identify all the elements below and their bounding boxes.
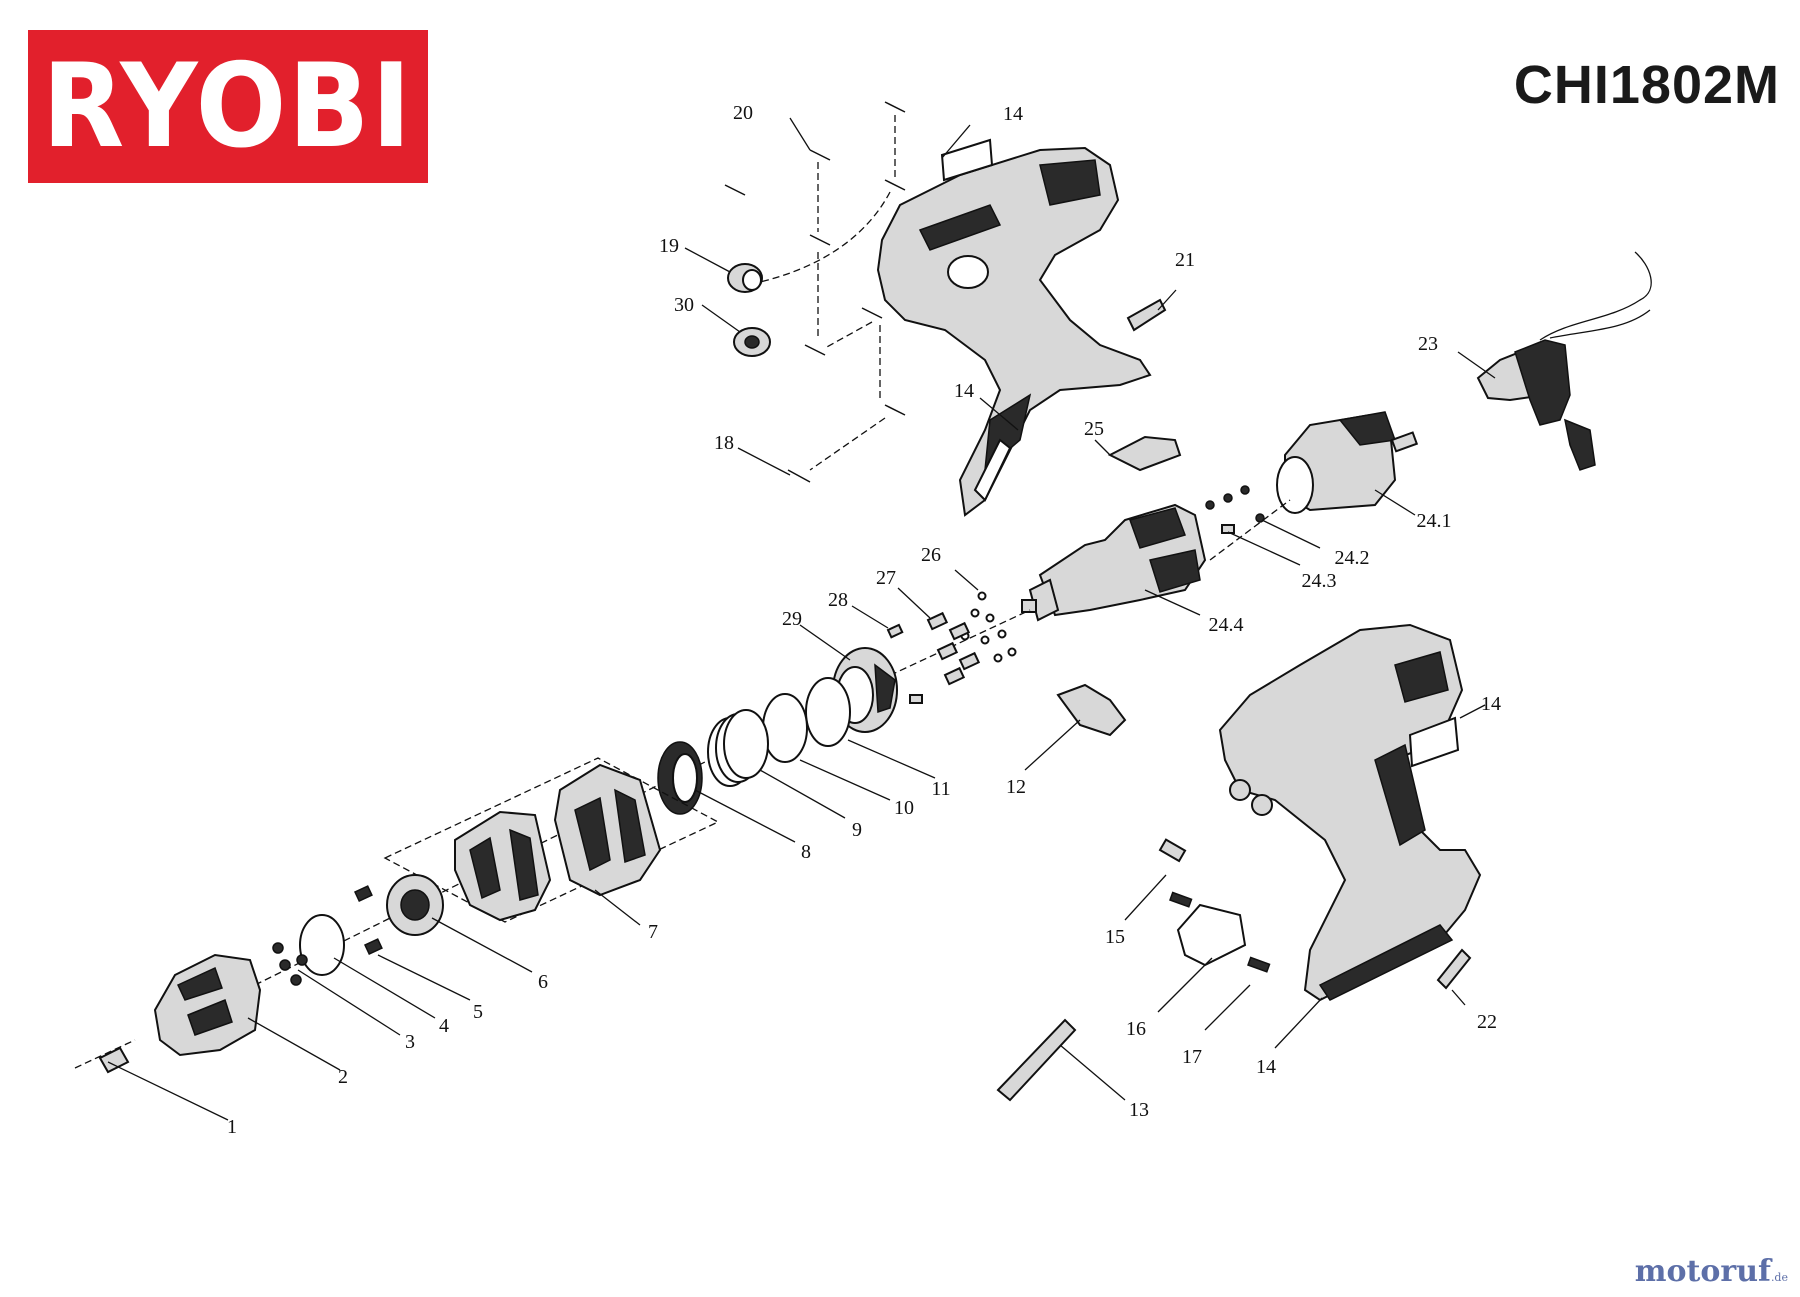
housing-left-half [876, 146, 1152, 517]
spring-clip-upper [354, 885, 373, 903]
callout-p30: 30 [674, 294, 694, 316]
callout-p19: 19 [659, 235, 679, 257]
callout-p24_4: 24.4 [1209, 614, 1244, 636]
flat-washer-10 [762, 693, 808, 763]
chuck-screw [98, 1046, 130, 1074]
keyless-chuck [153, 953, 262, 1057]
contact-pin-upper [1169, 891, 1193, 908]
clutch-pins [886, 611, 981, 686]
label-plate-top [940, 138, 994, 182]
callout-p2: 2 [338, 1066, 348, 1088]
watermark: motoruf.de [1635, 1254, 1788, 1289]
callout-p8: 8 [801, 841, 811, 863]
callout-p24_2: 24.2 [1335, 547, 1370, 569]
retaining-plate [299, 914, 345, 976]
model-number: CHI1802M [1513, 55, 1780, 115]
clutch-collar [553, 763, 662, 897]
callout-p3: 3 [405, 1031, 415, 1053]
callout-p15: 15 [1105, 926, 1125, 948]
callout-p29: 29 [782, 608, 802, 630]
gearbox [1021, 503, 1207, 622]
screwdriver-bit-lower [1436, 948, 1472, 990]
callout-p18: 18 [714, 432, 734, 454]
chuck-screws [272, 942, 308, 986]
callout-p7: 7 [648, 921, 658, 943]
callout-p23: 23 [1418, 333, 1438, 355]
belt-clip [1107, 435, 1182, 472]
callout-p21: 21 [1175, 249, 1195, 271]
callout-p11: 11 [931, 778, 950, 800]
callout-p25: 25 [1084, 418, 1104, 440]
spring-clip-lower [364, 938, 383, 956]
bit-holder [996, 1018, 1077, 1102]
callout-p4: 4 [439, 1015, 449, 1037]
screwdriver-bit-upper [1126, 298, 1167, 332]
brand-name: RYOBI [42, 38, 414, 174]
callout-p20: 20 [733, 102, 753, 124]
callout-p9: 9 [852, 819, 862, 841]
callout-p17: 17 [1182, 1046, 1202, 1068]
trigger-switch [1476, 251, 1652, 471]
label-plate-right [1408, 716, 1460, 768]
callout-p13: 13 [1129, 1099, 1149, 1121]
clutch-plate [386, 874, 444, 936]
bushing [727, 263, 763, 293]
callout-p14c: 14 [1481, 693, 1501, 715]
motor [1276, 411, 1419, 514]
watermark-suffix: .de [1770, 1271, 1788, 1284]
callout-p12: 12 [1006, 776, 1026, 798]
battery-cover [1176, 903, 1247, 967]
nut [733, 327, 771, 357]
housing-screws [724, 101, 906, 483]
callout-p10: 10 [894, 797, 914, 819]
clutch-spring [707, 709, 769, 787]
bit-holder-clip [1056, 683, 1127, 737]
callout-p26: 26 [921, 544, 941, 566]
callout-p1: 1 [227, 1116, 237, 1138]
led-contact [1158, 838, 1187, 863]
clutch-cover [454, 810, 552, 922]
callout-p14a: 14 [1003, 103, 1023, 125]
thrust-ring [657, 741, 703, 815]
callout-p27: 27 [876, 567, 896, 589]
contact-pin-lower [1247, 956, 1271, 973]
callout-p6: 6 [538, 971, 548, 993]
clutch-balls [960, 591, 1017, 663]
callout-p14b: 14 [954, 380, 974, 402]
watermark-text: motoruf [1634, 1254, 1771, 1289]
callout-p28: 28 [828, 589, 848, 611]
callout-p24_3: 24.3 [1302, 570, 1337, 592]
leader-lines [107, 117, 1496, 1121]
flat-washer-11 [805, 677, 851, 747]
callout-p5: 5 [473, 1001, 483, 1023]
callout-p14d: 14 [1256, 1056, 1276, 1078]
callout-p22: 22 [1477, 1011, 1497, 1033]
callout-p16: 16 [1126, 1018, 1146, 1040]
housing-right-half [1218, 623, 1482, 1002]
callout-p24_1: 24.1 [1417, 510, 1452, 532]
motor-washers [1205, 485, 1265, 534]
ryobi-logo: RYOBI [28, 30, 428, 183]
